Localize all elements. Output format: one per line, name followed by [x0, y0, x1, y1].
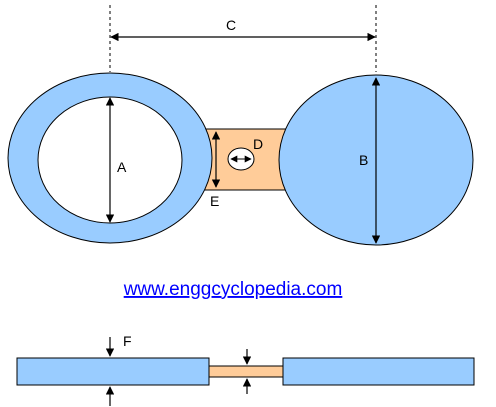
- side-view-blind: [282, 357, 475, 386]
- label-a: A: [117, 159, 127, 175]
- label-c: C: [226, 17, 236, 33]
- label-b: B: [359, 152, 368, 168]
- label-d: D: [253, 136, 263, 152]
- side-view-web: [207, 365, 285, 378]
- website-link[interactable]: www.enggcyclopedia.com: [123, 279, 343, 300]
- label-e: E: [210, 193, 219, 209]
- side-view-spacer: [16, 357, 210, 386]
- label-f: F: [123, 333, 132, 349]
